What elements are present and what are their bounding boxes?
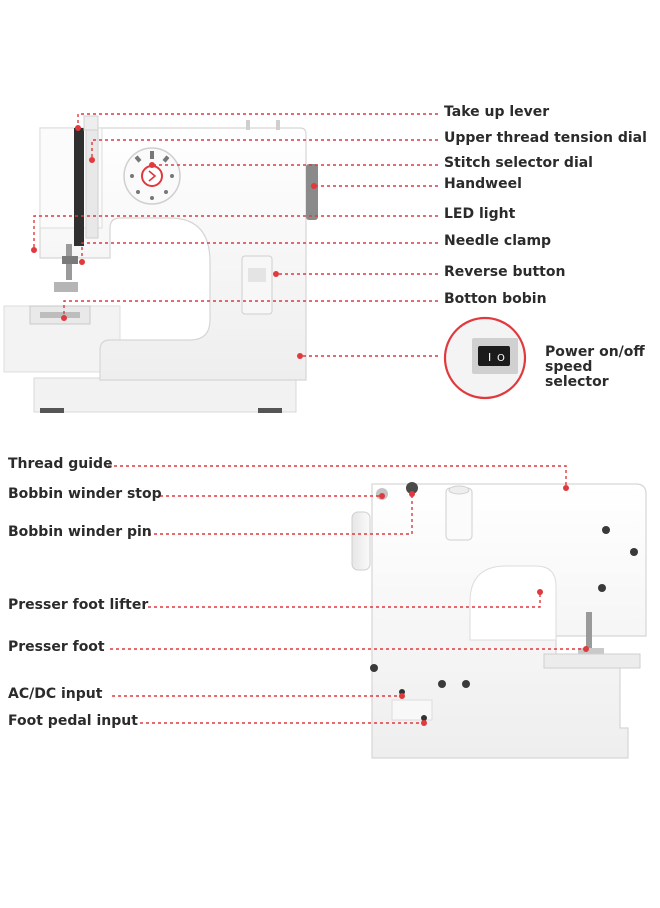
leader-led-light (33, 215, 438, 250)
leader-dot-handweel (311, 183, 317, 189)
label-needle-clamp: Needle clamp (444, 233, 552, 249)
handwheel-part (306, 164, 318, 220)
arm-opening (469, 565, 557, 641)
rocker-switch-icon (478, 346, 510, 366)
label-take-up-lever: Take up lever (444, 104, 550, 120)
spool (445, 487, 473, 541)
leader-dot-led-light (31, 247, 37, 253)
leader-dot-stitch-selector (149, 162, 155, 168)
leader-bobbin-winder-pin (148, 494, 413, 535)
bobbin-winder-pin-part (406, 482, 418, 494)
machine-body (39, 127, 307, 381)
spool-pin-2 (276, 120, 280, 130)
label-ac-dc-input: AC/DC input (8, 686, 103, 702)
leader-dot-foot-pedal-input (421, 720, 427, 726)
leader-dot-thread-guide (563, 485, 569, 491)
label-handweel: Handweel (444, 176, 522, 192)
leader-dot-reverse-button (273, 271, 279, 277)
rear-handwheel (351, 511, 371, 571)
machine-base (33, 377, 297, 413)
label-led-light: LED light (444, 206, 516, 222)
label-stitch-selector-dial: Stitch selector dial (444, 155, 593, 171)
spool-pin-1 (246, 120, 250, 130)
label-reverse-button: Reverse button (444, 264, 566, 280)
label-upper-thread-tension-dial: Upper thread tension dial (444, 130, 647, 146)
label-power-line1: Power on/off (545, 344, 645, 360)
leader-dot-bobbin-winder-stop (379, 493, 385, 499)
power-switch-callout: I O (443, 316, 527, 400)
leader-dot-botton-bobin (61, 315, 67, 321)
leader-take-up-lever (77, 113, 438, 128)
foot-pedal-jack (421, 715, 427, 721)
label-power-speed: Power on/off speed selector (545, 345, 660, 390)
thread-slot (74, 128, 84, 246)
leader-dot-presser-foot (583, 646, 589, 652)
take-up-lever-part (83, 115, 99, 131)
base-foot-left (40, 408, 64, 413)
leader-dot-bobbin-winder-pin (409, 491, 415, 497)
leader-dot-ac-dc-input (399, 693, 405, 699)
leader-thread-guide (108, 465, 567, 488)
leader-needle-clamp (81, 242, 438, 262)
tension-dial-column (85, 129, 99, 239)
rear-needle-bar (586, 612, 592, 650)
leader-botton-bobin (63, 300, 438, 318)
leader-lines (31, 113, 589, 726)
base-foot-right (258, 408, 282, 413)
dial-center (141, 165, 163, 187)
leader-dot-take-up-lever (75, 125, 81, 131)
reverse-button-key (248, 268, 266, 282)
label-power-line2: speed selector (545, 359, 609, 390)
label-presser-foot: Presser foot (8, 639, 105, 655)
feed-dogs (40, 312, 80, 318)
rear-needle-plate (543, 653, 641, 669)
leader-upper-thread-tension (91, 139, 438, 160)
dial-pointer (148, 170, 157, 182)
reverse-button-part (241, 255, 273, 315)
leader-dot-presser-foot-lifter (537, 589, 543, 595)
label-foot-pedal-input: Foot pedal input (8, 713, 138, 729)
label-botton-bobin: Botton bobin (444, 291, 547, 307)
presser-foot-part (54, 282, 78, 292)
switch-off-symbol: O (497, 353, 505, 364)
jack-panel (391, 699, 433, 721)
switch-on-symbol: I (488, 351, 491, 364)
rear-screws (370, 526, 638, 688)
spool-top (448, 485, 470, 495)
label-thread-guide: Thread guide (8, 456, 113, 472)
front-view-machine (3, 115, 318, 413)
label-bobbin-winder-pin: Bobbin winder pin (8, 524, 152, 540)
needle-clamp-part (62, 256, 78, 264)
label-presser-foot-lifter: Presser foot lifter (8, 597, 149, 613)
leader-dot-power-switch (297, 353, 303, 359)
leader-dot-needle-clamp (79, 259, 85, 265)
leader-presser-foot-lifter (148, 592, 541, 608)
leader-dot-upper-thread-tension (89, 157, 95, 163)
dial-stitch-marks (130, 151, 174, 200)
rear-view-machine (351, 482, 647, 759)
label-bobbin-winder-stop: Bobbin winder stop (8, 486, 162, 502)
